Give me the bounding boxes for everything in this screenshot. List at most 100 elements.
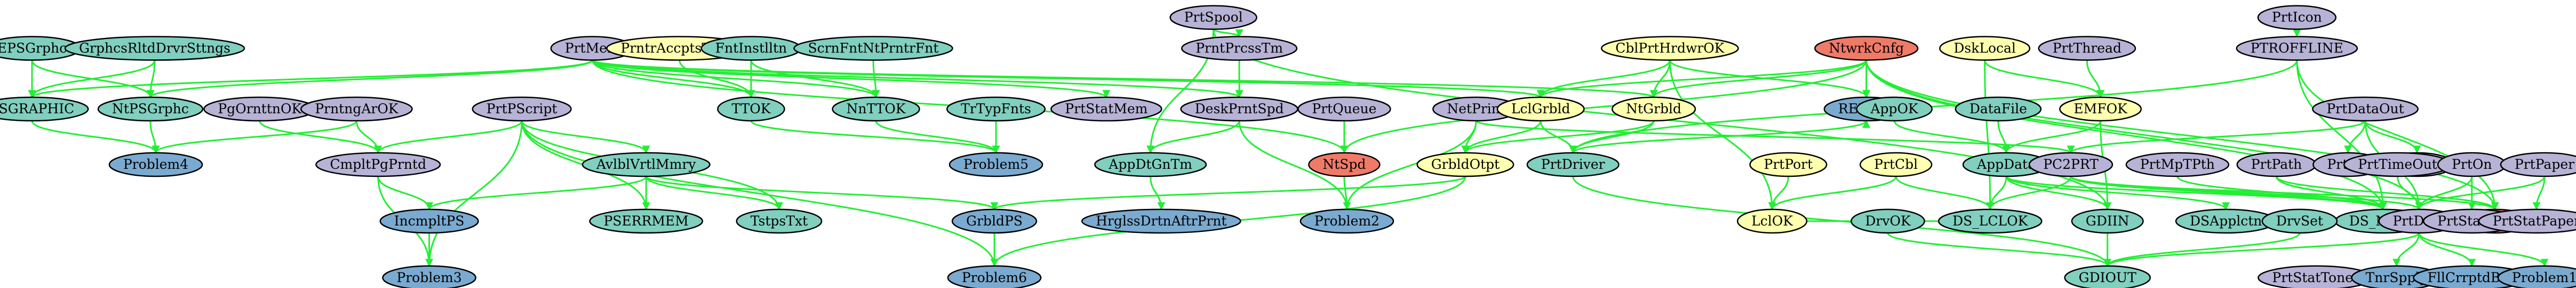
edge-PrtThread-to-EMFOK xyxy=(2086,60,2105,98)
node-Problem6: Problem6 xyxy=(947,265,1042,288)
node-label-DskLocal: DskLocal xyxy=(1953,40,2016,56)
node-label-Problem6: Problem6 xyxy=(962,270,1027,285)
edge-PrtPScript-to-AvlblVrtlMmry xyxy=(521,120,650,154)
edge-PrtMem-to-NtGrbld xyxy=(591,59,1657,98)
node-shape-NtGrbld xyxy=(1611,96,1696,122)
node-label-PrtStatToner: PrtStatToner xyxy=(2272,270,2359,285)
node-shape-IncmpltPS xyxy=(379,208,479,234)
edge-PrtPort-to-LclOK xyxy=(1768,176,1789,211)
node-shape-NnTTOK xyxy=(832,96,920,122)
node-label-EPSGrphc: EPSGrphc xyxy=(0,40,67,56)
node-label-AppOK: AppOK xyxy=(1870,101,1919,116)
node-shape-CblPrtHrdwrOK xyxy=(1601,36,1739,61)
edge-CblPrtHrdwrOK-to-LclGrbld xyxy=(1536,60,1671,98)
edge-NtwrkCnfg-to-NtSpd xyxy=(1340,60,1868,154)
node-CblPrtHrdwrOK: CblPrtHrdwrOK xyxy=(1601,36,1739,61)
node-label-DS_LCLOK: DS_LCLOK xyxy=(1952,213,2028,229)
edge-TTOK-to-Problem5 xyxy=(750,120,1000,154)
edge-CblPrtHrdwrOK-to-LclOK xyxy=(1669,60,1776,211)
edge-AvlblVrtlMmry-to-TstpsTxt xyxy=(645,176,783,211)
edge-DeskPrntSpd-to-AppDtGnTm xyxy=(1146,120,1240,154)
node-label-TTOK: TTOK xyxy=(732,101,771,116)
node-label-PSGRAPHIC: PSGRAPHIC xyxy=(0,101,74,116)
node-shape-DS_LCLOK xyxy=(1937,208,2043,234)
node-shape-PrtPaper xyxy=(2500,152,2576,177)
edge-DskLocal-to-DS_LCLOK xyxy=(1984,60,1995,211)
edge-AvlblVrtlMmry-to-IncmpltPS xyxy=(425,176,647,211)
edge-PrtDataOut-to-PrtFile xyxy=(2364,120,2421,154)
edge-DrvSet-to-GDIOUT xyxy=(2103,232,2301,267)
node-PrtPath: PrtPath xyxy=(2236,152,2317,177)
node-shape-PC2PRT xyxy=(2028,152,2114,177)
node-label-PrtPath: PrtPath xyxy=(2251,157,2302,172)
node-shape-Problem5 xyxy=(948,152,1043,177)
edge-PrtMem-to-NnTTOK xyxy=(591,59,880,98)
node-HrglssDrtnAftrPrnt: HrglssDrtnAftrPrnt xyxy=(1081,208,1241,234)
node-CmpltPgPrntd: CmpltPgPrntd xyxy=(315,152,441,177)
node-DrvSet: DrvSet xyxy=(2261,208,2338,234)
edge-DskLocal-to-EMFOK xyxy=(1984,60,2104,98)
node-TTOK: TTOK xyxy=(717,96,785,122)
node-label-PrtPScript: PrtPScript xyxy=(487,101,557,116)
edge-PrtData-to-Problem1 xyxy=(2418,232,2549,267)
node-label-CblPrtHrdwrOK: CblPrtHrdwrOK xyxy=(1615,40,1725,56)
node-GrbldPS: GrbldPS xyxy=(951,208,1038,234)
node-shape-NtwrkCnfg xyxy=(1814,36,1919,61)
node-label-LclOK: LclOK xyxy=(1751,213,1793,229)
edge-AppData-to-GDIIN xyxy=(2005,176,2112,211)
node-PrtDataOut: PrtDataOut xyxy=(2312,96,2419,122)
node-shape-GDIIN xyxy=(2071,208,2144,234)
node-shape-DskLocal xyxy=(1939,36,2031,61)
edge-GrbldOtpt-to-GrbldPS xyxy=(990,175,1466,211)
node-label-TstpsTxt: TstpsTxt xyxy=(751,213,808,229)
node-PrtPaper: PrtPaper xyxy=(2500,152,2576,177)
node-label-NtPSGrphc: NtPSGrphc xyxy=(112,101,189,116)
edge-PrtPaper-to-PrtData xyxy=(2415,176,2546,211)
node-PrtMpTPth: PrtMpTPth xyxy=(2125,152,2230,177)
nodes-layer: EPSGrphcGrphcsRltdDrvrSttngsPSGRAPHIC NtP… xyxy=(0,5,2576,288)
node-PrtPScript: PrtPScript xyxy=(472,96,572,122)
node-label-PrtStatMem: PrtStatMem xyxy=(1065,101,1147,116)
node-NtwrkCnfg: NtwrkCnfg xyxy=(1814,36,1919,61)
node-label-NetPrint: NetPrint xyxy=(1447,101,1505,116)
node-shape-TTOK xyxy=(717,96,785,122)
node-PrtStatToner: PrtStatToner xyxy=(2258,265,2374,288)
node-shape-DrvSet xyxy=(2261,208,2338,234)
node-shape-NtPSGrphc xyxy=(97,96,204,122)
node-PSGRAPHIC: PSGRAPHIC xyxy=(0,96,89,122)
edge-PrtData-to-FllCrrptdBffr xyxy=(2418,232,2476,267)
node-shape-Problem1 xyxy=(2497,265,2576,288)
node-label-AvlblVrtlMmry: AvlblVrtlMmry xyxy=(596,157,696,172)
edge-PrtCbl-to-LclOK xyxy=(1768,176,1897,211)
node-PrtDriver: PrtDriver xyxy=(1526,152,1620,177)
node-shape-PrtDriver xyxy=(1526,152,1620,177)
node-label-LclGrbld: LclGrbld xyxy=(1511,101,1570,116)
node-GrphcsRltdDrvrSttngs: GrphcsRltdDrvrSttngs xyxy=(64,36,245,61)
edge-AppOK-to-AppData xyxy=(1893,120,2011,154)
node-AppOK: AppOK xyxy=(1856,96,1933,122)
node-label-PgOrnttnOK: PgOrnttnOK xyxy=(218,101,302,116)
node-shape-PrtDataOut xyxy=(2312,96,2419,122)
node-shape-LclGrbld xyxy=(1496,96,1585,122)
node-label-PrtStatPaper: PrtStatPaper xyxy=(2493,213,2576,229)
node-PSERRMEM: PSERRMEM xyxy=(589,208,704,234)
node-Problem5: Problem5 xyxy=(948,152,1043,177)
node-label-FntInstlltn: FntInstlltn xyxy=(715,40,787,56)
node-PTROFFLINE: PTROFFLINE xyxy=(2236,36,2358,61)
edge-NnTTOK-to-Problem5 xyxy=(875,120,1000,154)
node-PrtStatPaper: PrtStatPaper xyxy=(2478,208,2576,234)
node-label-AppDtGnTm: AppDtGnTm xyxy=(1108,157,1192,172)
node-shape-PrtStatPaper xyxy=(2478,208,2576,234)
node-label-GrbldPS: GrbldPS xyxy=(966,213,1023,229)
edge-PrtPaper-to-PrtStatPaper xyxy=(2532,176,2546,211)
node-label-PrtQueue: PrtQueue xyxy=(1312,101,1376,116)
edge-AppDtGnTm-to-HrglssDrtnAftrPrnt xyxy=(1150,176,1166,211)
node-label-Problem5: Problem5 xyxy=(963,157,1028,172)
node-label-Problem4: Problem4 xyxy=(123,157,188,172)
node-shape-AvlblVrtlMmry xyxy=(581,152,711,177)
node-EMFOK: EMFOK xyxy=(2059,96,2142,122)
node-label-PrtMpTPth: PrtMpTPth xyxy=(2140,157,2215,172)
edge-PrtDriver-to-REPEAT xyxy=(1572,120,1870,153)
node-DrvOK: DrvOK xyxy=(1851,208,1925,234)
edge-PrtMem-to-DeskPrntSpd xyxy=(591,59,1243,98)
